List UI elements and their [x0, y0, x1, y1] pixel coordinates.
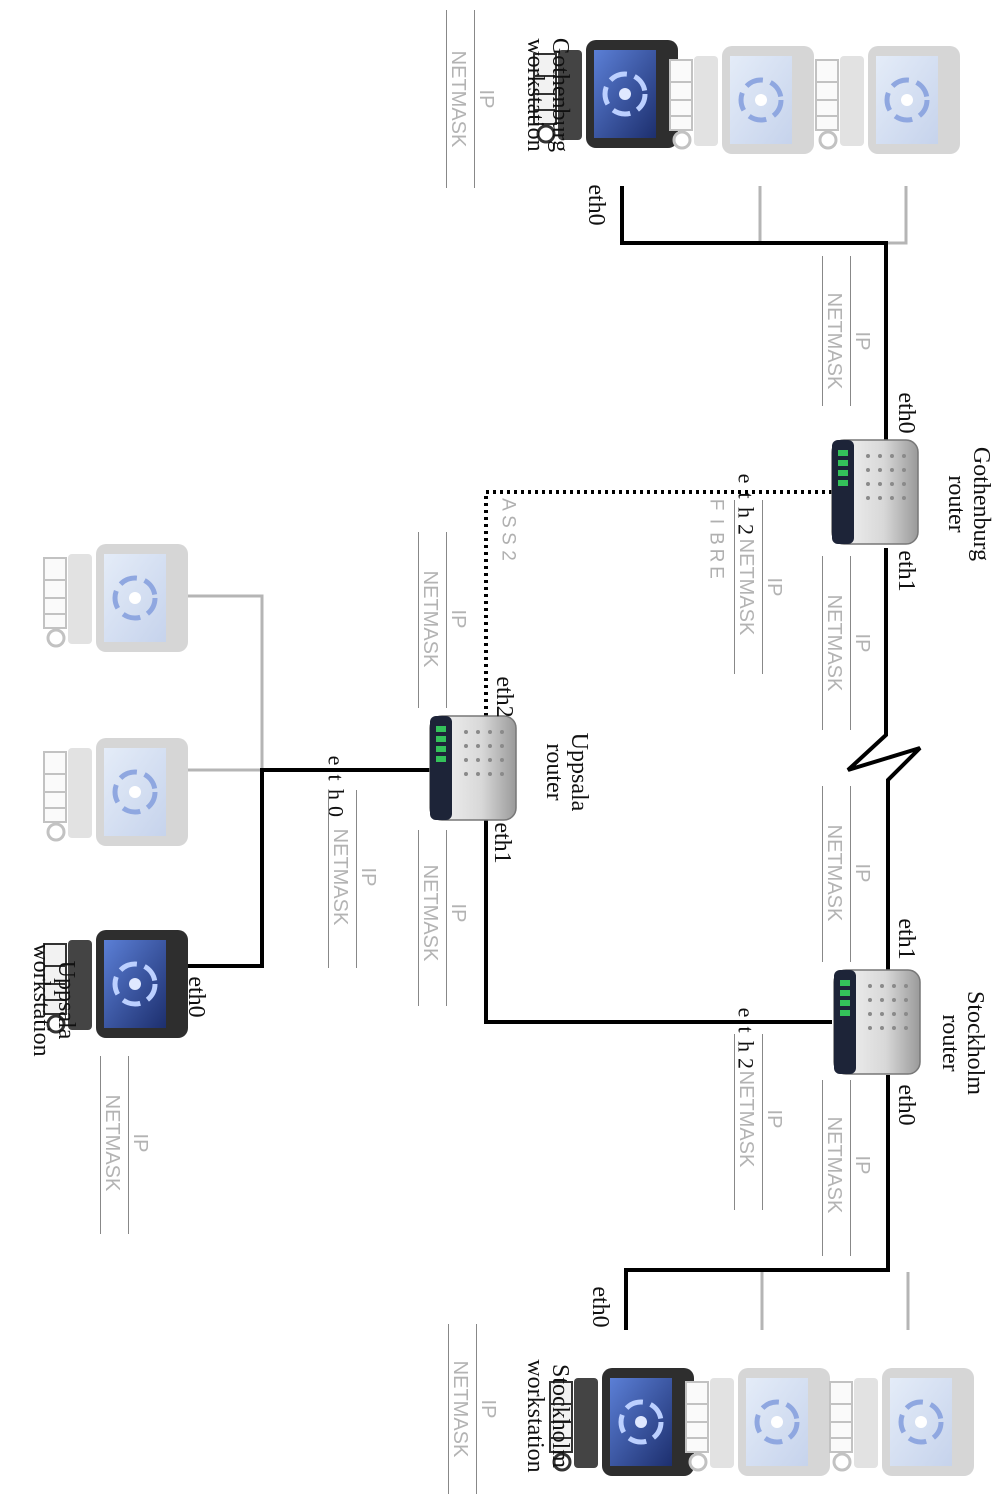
- ip-label: IP: [447, 609, 469, 629]
- title-line: Gothenburg: [968, 446, 994, 562]
- port-label: eth0: [893, 392, 919, 434]
- port-label: eth0: [587, 1286, 613, 1328]
- workstation-icon: [670, 46, 814, 154]
- netmask-label: NETMASK: [419, 570, 441, 668]
- ip-label: IP: [851, 1155, 873, 1175]
- title-line: router: [943, 475, 969, 533]
- ip-label: IP: [447, 903, 469, 923]
- netmask-label: NETMASK: [823, 824, 845, 922]
- ip-label: IP: [129, 1133, 151, 1153]
- ip-label: IP: [475, 89, 497, 109]
- netmask-label: NETMASK: [823, 594, 845, 692]
- ip-label: IP: [477, 1399, 499, 1419]
- port-label: eth1: [893, 918, 919, 960]
- netmask-label: NETMASK: [447, 50, 469, 148]
- ip-label: IP: [763, 1109, 785, 1129]
- uppsala-workstation-title: Uppsala workstation: [22, 920, 79, 1080]
- netmask-label: NETMASK: [823, 1116, 845, 1214]
- workstation-icon: [44, 544, 188, 652]
- port-label: eth2: [491, 676, 517, 718]
- ip-label: IP: [851, 863, 873, 883]
- port-label: eth0: [893, 1084, 919, 1126]
- port-label: eth0: [183, 976, 209, 1018]
- netmask-label: NETMASK: [419, 864, 441, 962]
- port-label: eth0: [583, 184, 609, 226]
- gothenburg-workstation-title: Gothenburg workstation: [516, 15, 573, 175]
- title-line: Uppsala: [53, 960, 79, 1040]
- ip-label: IP: [851, 633, 873, 653]
- title-line: router: [937, 1014, 963, 1072]
- stockholm-workstation-title: Stockholm workstation: [516, 1336, 573, 1496]
- port-label: eth1: [893, 550, 919, 592]
- workstation-icon: [816, 46, 960, 154]
- netmask-label: NETMASK: [449, 1360, 471, 1458]
- workstation-icon: [830, 1368, 974, 1476]
- inactive-links: [184, 186, 910, 1330]
- port-label: eth1: [489, 822, 515, 864]
- title-line: router: [541, 743, 567, 801]
- fibre-link: [484, 490, 832, 718]
- gothenburg-router-title: Gothenburg router: [937, 429, 994, 579]
- title-line: Stockholm: [962, 990, 988, 1095]
- uppsala-router-icon: [429, 715, 517, 821]
- title-line: workstation: [522, 1359, 548, 1473]
- title-line: Gothenburg: [547, 37, 573, 153]
- stockholm-router-title: Stockholm router: [931, 968, 988, 1118]
- active-links: [184, 186, 922, 1330]
- workstation-icon: [44, 738, 188, 846]
- netmask-label: NETMASK: [101, 1094, 123, 1192]
- uppsala-router-title: Uppsala router: [535, 697, 592, 847]
- title-line: workstation: [522, 38, 548, 152]
- netmask-label: NETMASK: [823, 292, 845, 390]
- ip-label: IP: [851, 331, 873, 351]
- workstation-icon: [686, 1368, 830, 1476]
- netmask-label: NETMASK: [329, 828, 351, 926]
- title-line: Stockholm: [547, 1363, 573, 1468]
- ip-label: IP: [763, 577, 785, 597]
- title-line: workstation: [28, 943, 54, 1057]
- stockholm-router-icon: [833, 969, 921, 1075]
- netmask-label: NETMASK: [735, 1070, 757, 1168]
- title-line: Uppsala: [566, 732, 592, 812]
- ip-label: IP: [357, 867, 379, 887]
- netmask-label: NETMASK: [735, 538, 757, 636]
- gothenburg-router-icon: [831, 439, 919, 545]
